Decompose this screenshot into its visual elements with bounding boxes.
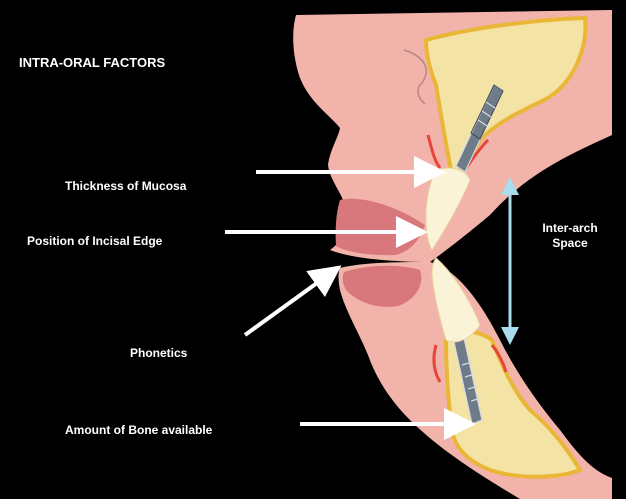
- phonetics-arrow: [245, 270, 335, 335]
- label-position-of-incisal-edge: Position of Incisal Edge: [27, 234, 162, 249]
- label-inter-arch-line2: Space: [552, 236, 587, 250]
- label-phonetics: Phonetics: [130, 346, 187, 361]
- label-inter-arch-line1: Inter-arch: [542, 221, 597, 235]
- label-amount-of-bone: Amount of Bone available: [65, 423, 212, 438]
- label-thickness-of-mucosa: Thickness of Mucosa: [65, 179, 186, 194]
- label-inter-arch-space: Inter-arch Space: [530, 221, 610, 251]
- diagram-title: INTRA-ORAL FACTORS: [19, 55, 165, 71]
